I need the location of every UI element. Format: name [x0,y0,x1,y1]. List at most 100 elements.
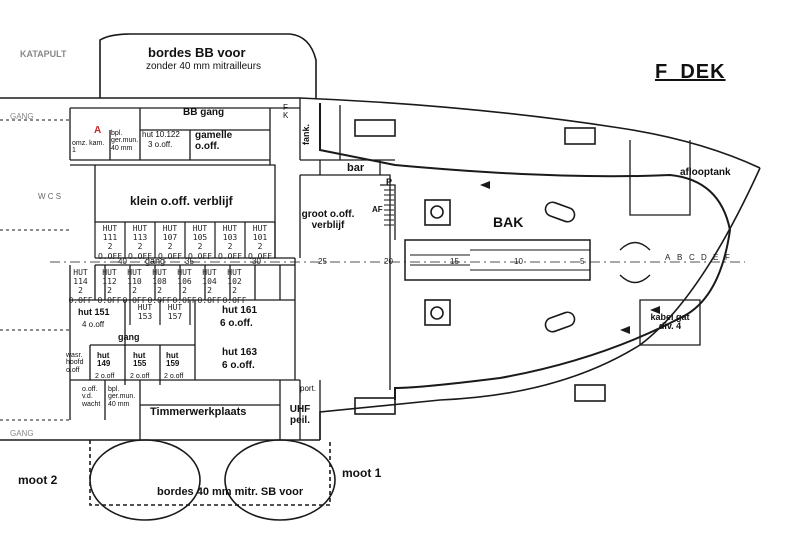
bow-letter: C [689,253,695,262]
hut-occ: 2 O.OFF [187,242,213,261]
frame-number: 30 [252,257,261,266]
hut-occ: 2 O.OFF [217,242,243,261]
gamelle-label: gamelle o.off. [195,130,233,152]
stair-hatch [384,189,394,226]
hut-title: HUT [167,303,183,312]
bow-letter: D [701,253,707,262]
hut-num: 106 [177,277,192,287]
p-mark: P [386,177,393,187]
hut-151-label: hut 151 [78,307,110,317]
hut-num: 153 [137,312,153,322]
bpl-ger-bottom-label: bpl. ger.mun. 40 mm [108,386,136,408]
frame-number: 10 [514,257,523,266]
left-edge-rooms [0,119,70,421]
hut-small-walls [129,300,191,325]
hut-161-label: hut 161 [222,305,258,316]
hut-149-sub: 2 o.off [95,373,115,380]
bak-edge [319,103,732,400]
arrow-marker [480,181,490,189]
hut-159-label: hut 159 [166,351,180,369]
hut-num: 102 [227,277,242,287]
hut-num: 111 [102,233,118,243]
hut-num: 107 [162,233,178,243]
hut-title: HUT [127,268,142,277]
bordes-bb-label: bordes BB voor [148,45,246,60]
hut-num: 104 [202,277,217,287]
bow-letter: E [713,253,719,262]
frame-number: 25 [318,257,327,266]
hut-163-label: hut 163 [222,347,258,358]
hut-num: 157 [167,312,183,322]
bar-label: bar [347,162,365,174]
hut-num: 110 [127,277,142,287]
hut-10122-label: hut 10.122 [142,130,180,139]
moot-1-label: moot 1 [342,466,382,480]
off-wacht-label: o.off. v.d. wacht [82,386,101,408]
hut-title: HUT [202,268,217,277]
hut-title: HUT [162,224,178,233]
frame-number: 35 [185,257,194,266]
hut-num: 105 [192,233,208,243]
hut-title: HUT [73,268,88,277]
bollard-2 [544,311,576,333]
marker-a: A [94,125,102,136]
bordes-bb-sublabel: zonder 40 mm mitrailleurs [146,61,262,72]
hut-occ: 2 O.OFF [147,286,172,305]
hut-155-sub: 2 o.off [130,373,150,380]
arrow-marker [650,306,660,314]
hut-title: HUT [102,224,118,233]
aflooptank-label: aflooptank [680,167,731,178]
hatch-bot-2 [574,384,606,402]
hut-title: HUT [102,268,117,277]
hull-outline-top [0,97,761,169]
deck-title: F_DEK [655,61,726,83]
hut-163-sub: 6 o.off. [222,360,255,371]
hut-num: 112 [102,277,117,287]
bak-label: BAK [493,214,524,230]
sponson-left [89,439,201,521]
hull-outline-bow [319,167,761,440]
chain-lines [410,249,590,271]
hatch-top-1 [354,119,396,137]
frame-number: 15 [450,257,459,266]
hut-num: 101 [252,233,268,243]
hut-occ: 2 O.OFF [97,286,122,305]
bb-gang-label: BB gang [183,107,225,118]
hut-title: HUT [227,268,242,277]
hut-occ: 2 O.OFF [157,242,183,261]
hut-num: 103 [222,233,238,243]
gang-left-top: GANG [10,112,34,121]
bow-letter: B [677,253,683,262]
klein-verblijf-label: klein o.off. verblijf [130,194,233,208]
bpl-ger-top-label: bpl. ger.mun. 40 mm [111,130,139,152]
hut-161-sub: 6 o.off. [220,318,253,329]
hut-occ: 2 O.OFF [97,242,123,261]
bordes-sb-outline [89,440,331,506]
wcs-label: W C S [38,192,62,201]
hut-row-top [94,222,276,258]
katapult-label: KATAPULT [20,49,67,59]
af-label: AF [372,205,383,214]
kabelgat-label: kabel gat div. 4 [650,312,690,332]
moot-2-label: moot 2 [18,473,58,487]
hut-occ: 2 O.OFF [122,286,147,305]
bollard-1 [544,201,576,223]
bordes-sb-label: bordes 40 mm mitr. SB voor [157,486,304,498]
frame-number: 20 [384,257,393,266]
hawse-bow [619,241,651,284]
hut-occ: 2 O.OFF [197,286,222,305]
hut-num: 113 [132,233,148,243]
frame-number: 40 [118,257,127,266]
hut-occ: 2 O.OFF [172,286,197,305]
